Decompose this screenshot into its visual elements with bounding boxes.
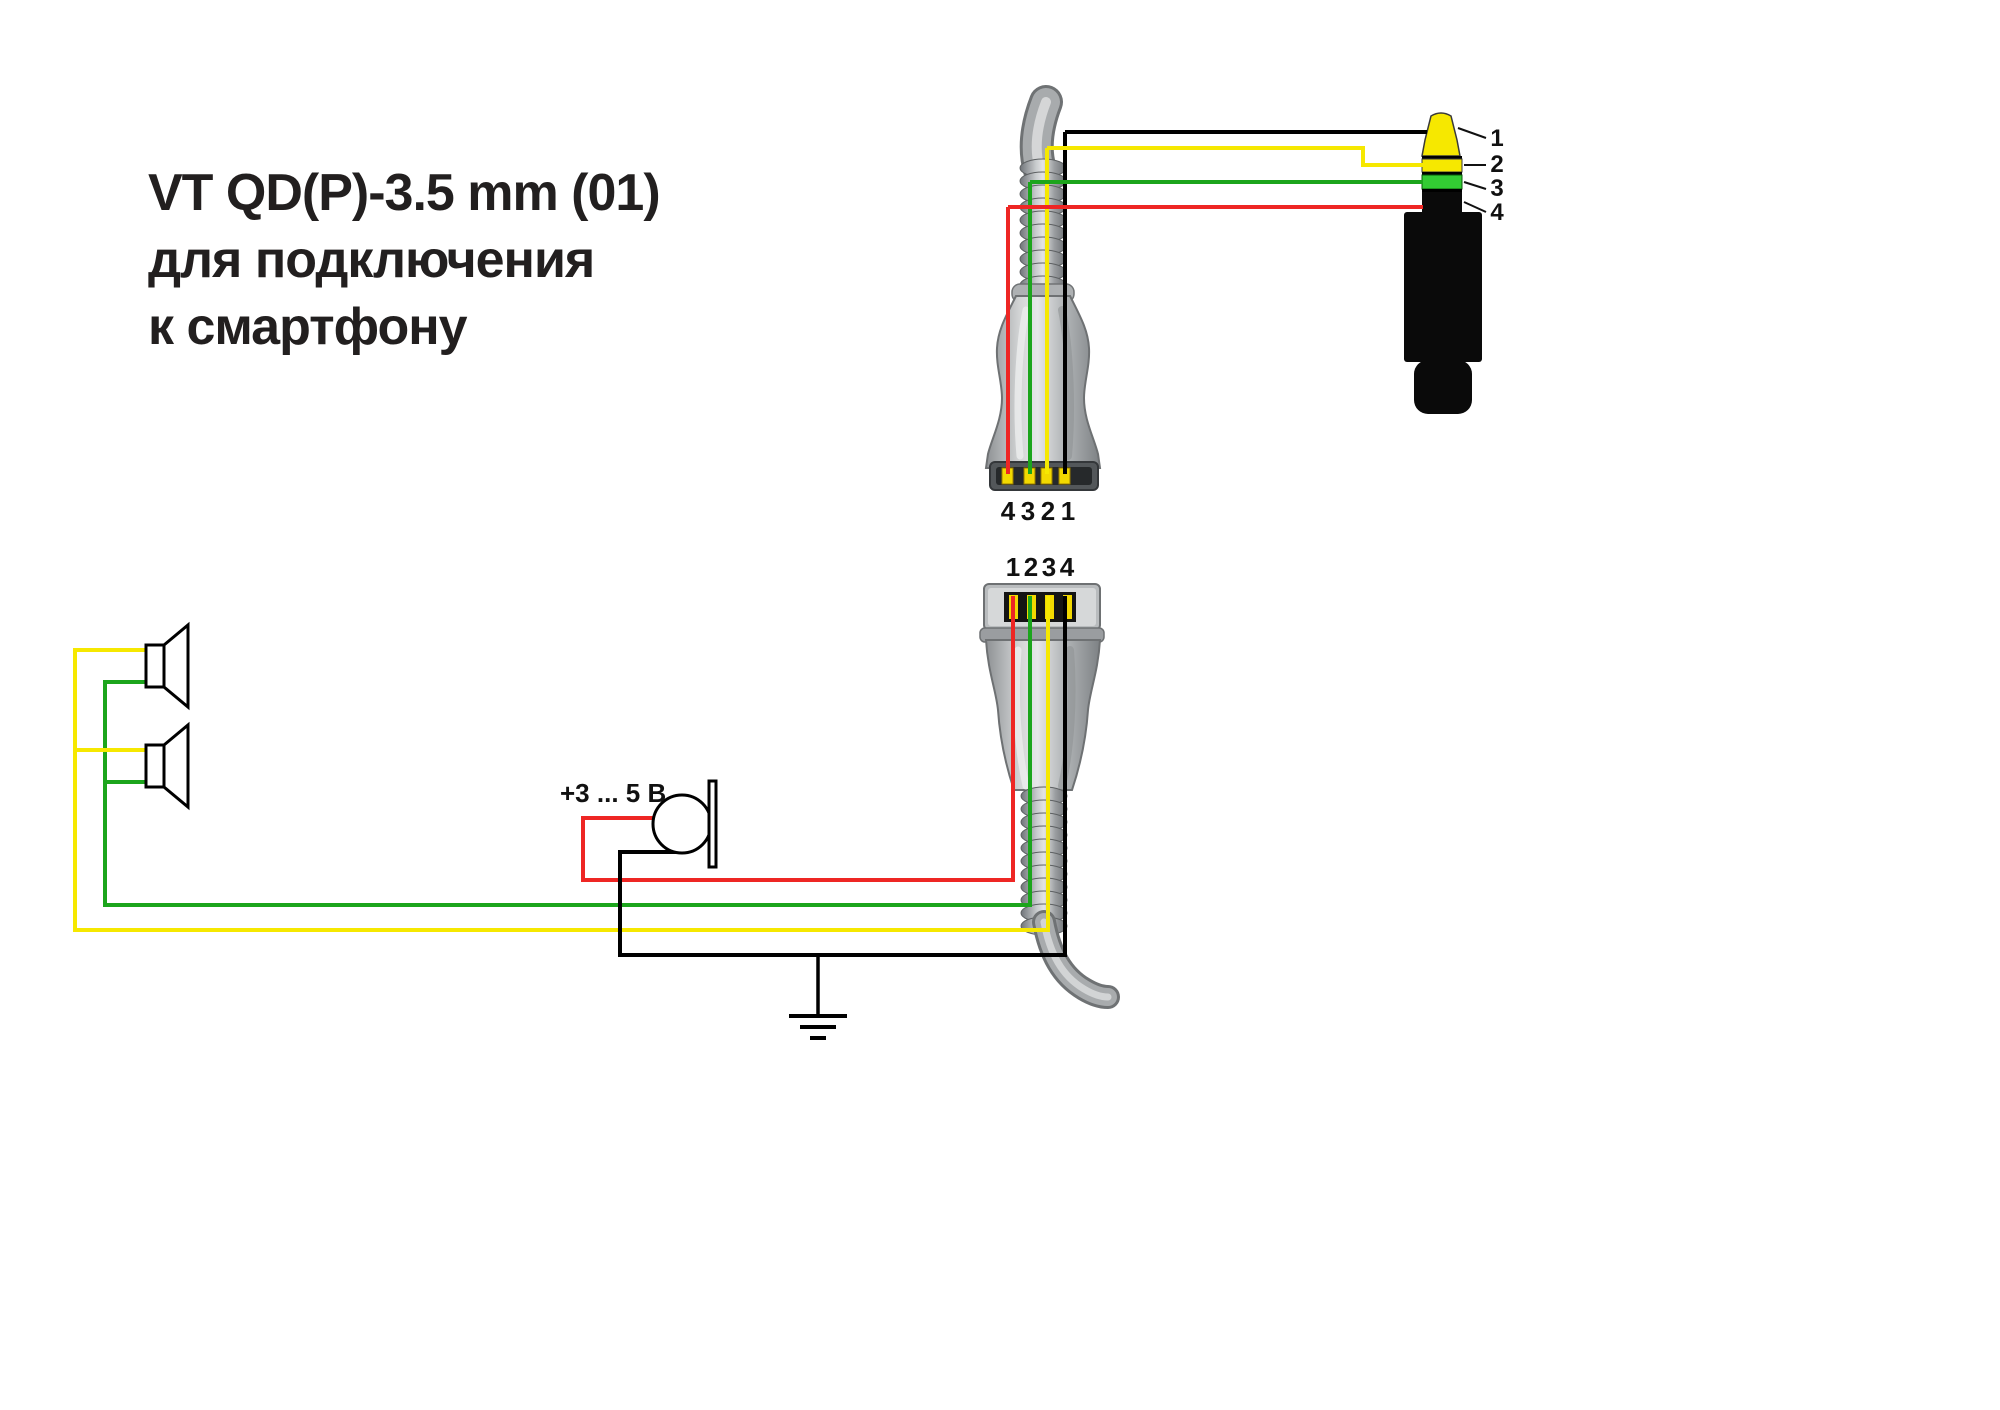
jack-strain-relief bbox=[1414, 360, 1472, 414]
jack-separator bbox=[1422, 156, 1462, 159]
bottom-wires bbox=[73, 596, 1067, 957]
title-line-3: к смартфону bbox=[148, 298, 468, 356]
mic-voltage-label: +3 ... 5 В bbox=[560, 778, 666, 808]
top-pin-label-3: 3 bbox=[1021, 496, 1035, 526]
title-line-1: VT QD(P)-3.5 mm (01) bbox=[148, 164, 660, 222]
jack-separator bbox=[1422, 189, 1462, 192]
connector-body bbox=[984, 639, 1102, 791]
speaker-coil bbox=[144, 643, 166, 689]
jack-ring-2 bbox=[1421, 158, 1463, 173]
jack-pin-label-1: 1 bbox=[1490, 125, 1503, 152]
top-wires bbox=[1006, 130, 1427, 474]
contact-pin bbox=[1063, 595, 1072, 619]
wire-black-ground bbox=[618, 596, 1067, 957]
bottom-pin-label-3: 3 bbox=[1042, 552, 1056, 582]
wire-red-to-mic bbox=[581, 596, 1015, 882]
bottom-qd-connector: 1 2 3 4 bbox=[979, 552, 1120, 1009]
leader-line-3 bbox=[1463, 181, 1487, 190]
speaker-cone bbox=[162, 621, 190, 711]
leader-line-1 bbox=[1457, 127, 1487, 139]
speaker-bottom bbox=[144, 721, 190, 811]
bottom-pin-label-1: 1 bbox=[1006, 552, 1020, 582]
speakers bbox=[144, 621, 190, 811]
microphone-membrane bbox=[707, 779, 718, 869]
jack-pin-label-4: 4 bbox=[1490, 199, 1504, 226]
bottom-pin-label-4: 4 bbox=[1060, 552, 1075, 582]
wire-yellow-to-speakers bbox=[73, 596, 1050, 932]
jack-plug: 1 2 3 4 bbox=[1404, 112, 1504, 414]
speaker-coil bbox=[144, 743, 166, 789]
body-highlight bbox=[1012, 646, 1030, 790]
speaker-top bbox=[144, 621, 190, 711]
top-pin-label-1: 1 bbox=[1061, 496, 1075, 526]
top-qd-connector: 4 3 2 1 bbox=[984, 85, 1102, 526]
jack-pin-label-3: 3 bbox=[1490, 175, 1503, 202]
jack-ring-3 bbox=[1421, 174, 1463, 190]
jack-body bbox=[1404, 212, 1482, 362]
jack-pin-label-2: 2 bbox=[1490, 151, 1503, 178]
jack-sleeve bbox=[1422, 192, 1462, 212]
body-highlight bbox=[1014, 306, 1030, 460]
diagram-title: VT QD(P)-3.5 mm (01) для подключения к с… bbox=[148, 164, 661, 356]
bottom-pin-label-2: 2 bbox=[1024, 552, 1038, 582]
ground-symbol bbox=[789, 955, 847, 1040]
top-pin-label-2: 2 bbox=[1041, 496, 1055, 526]
speaker-cone bbox=[162, 721, 190, 811]
top-pin-label-4: 4 bbox=[1001, 496, 1016, 526]
jack-tip bbox=[1421, 112, 1461, 157]
title-line-2: для подключения bbox=[148, 231, 594, 289]
connector-body bbox=[984, 295, 1102, 469]
wire-green-to-speakers bbox=[103, 596, 1032, 907]
microphone: +3 ... 5 В bbox=[560, 778, 718, 869]
wire-yellow-to-ring2 bbox=[1047, 146, 1423, 167]
cable-tail-highlight bbox=[1040, 918, 1112, 1001]
jack-separator bbox=[1422, 172, 1462, 175]
leader-line-4 bbox=[1463, 201, 1487, 213]
